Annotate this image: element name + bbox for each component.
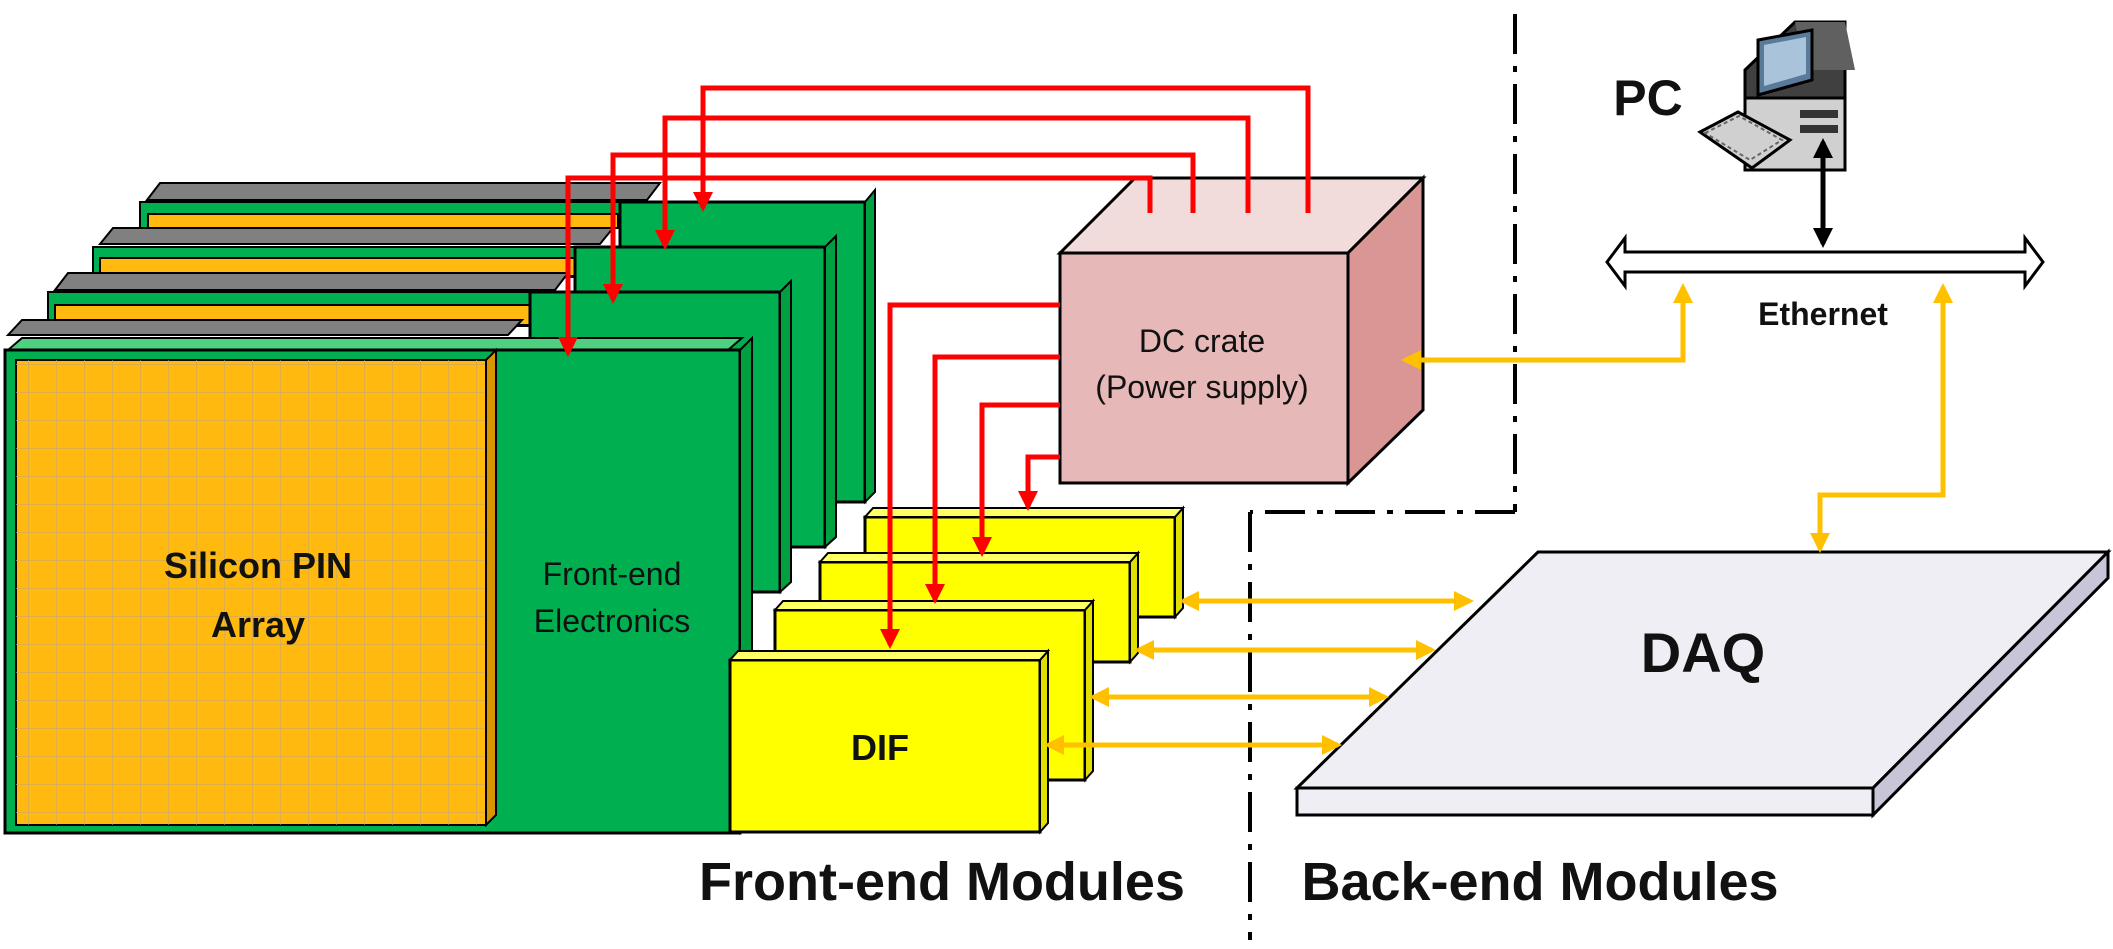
daq-board [1293,548,2112,819]
frontend-electronics-label-1: Front-end [543,556,682,592]
dif-board-1 [727,648,1051,835]
data-lines [1044,283,1953,755]
silicon-pin-label-2: Array [211,604,305,645]
silicon-pin-label-1: Silicon PIN [164,545,352,586]
frontend-electronics-label-2: Electronics [534,603,691,639]
ethernet-bus [1605,233,2045,291]
pc-label: PC [1613,70,1682,126]
divider-lines [1248,14,1517,940]
backend-modules-label: Back-end Modules [1301,852,1778,912]
ethernet-label: Ethernet [1758,296,1888,332]
dc-crate-label-2: (Power supply) [1095,369,1308,405]
frontend-module-stack [3,182,876,836]
frontend-modules-label: Front-end Modules [699,852,1185,912]
desktop-computer-icon [1697,20,1855,172]
dif-label: DIF [851,727,909,768]
daq-label: DAQ [1641,621,1765,684]
dc-crate-label-1: DC crate [1139,323,1265,359]
dif-boards [727,505,1186,835]
power-lines [558,85,1311,649]
dc-crate [1056,174,1427,487]
frontend-module-1 [3,319,753,836]
